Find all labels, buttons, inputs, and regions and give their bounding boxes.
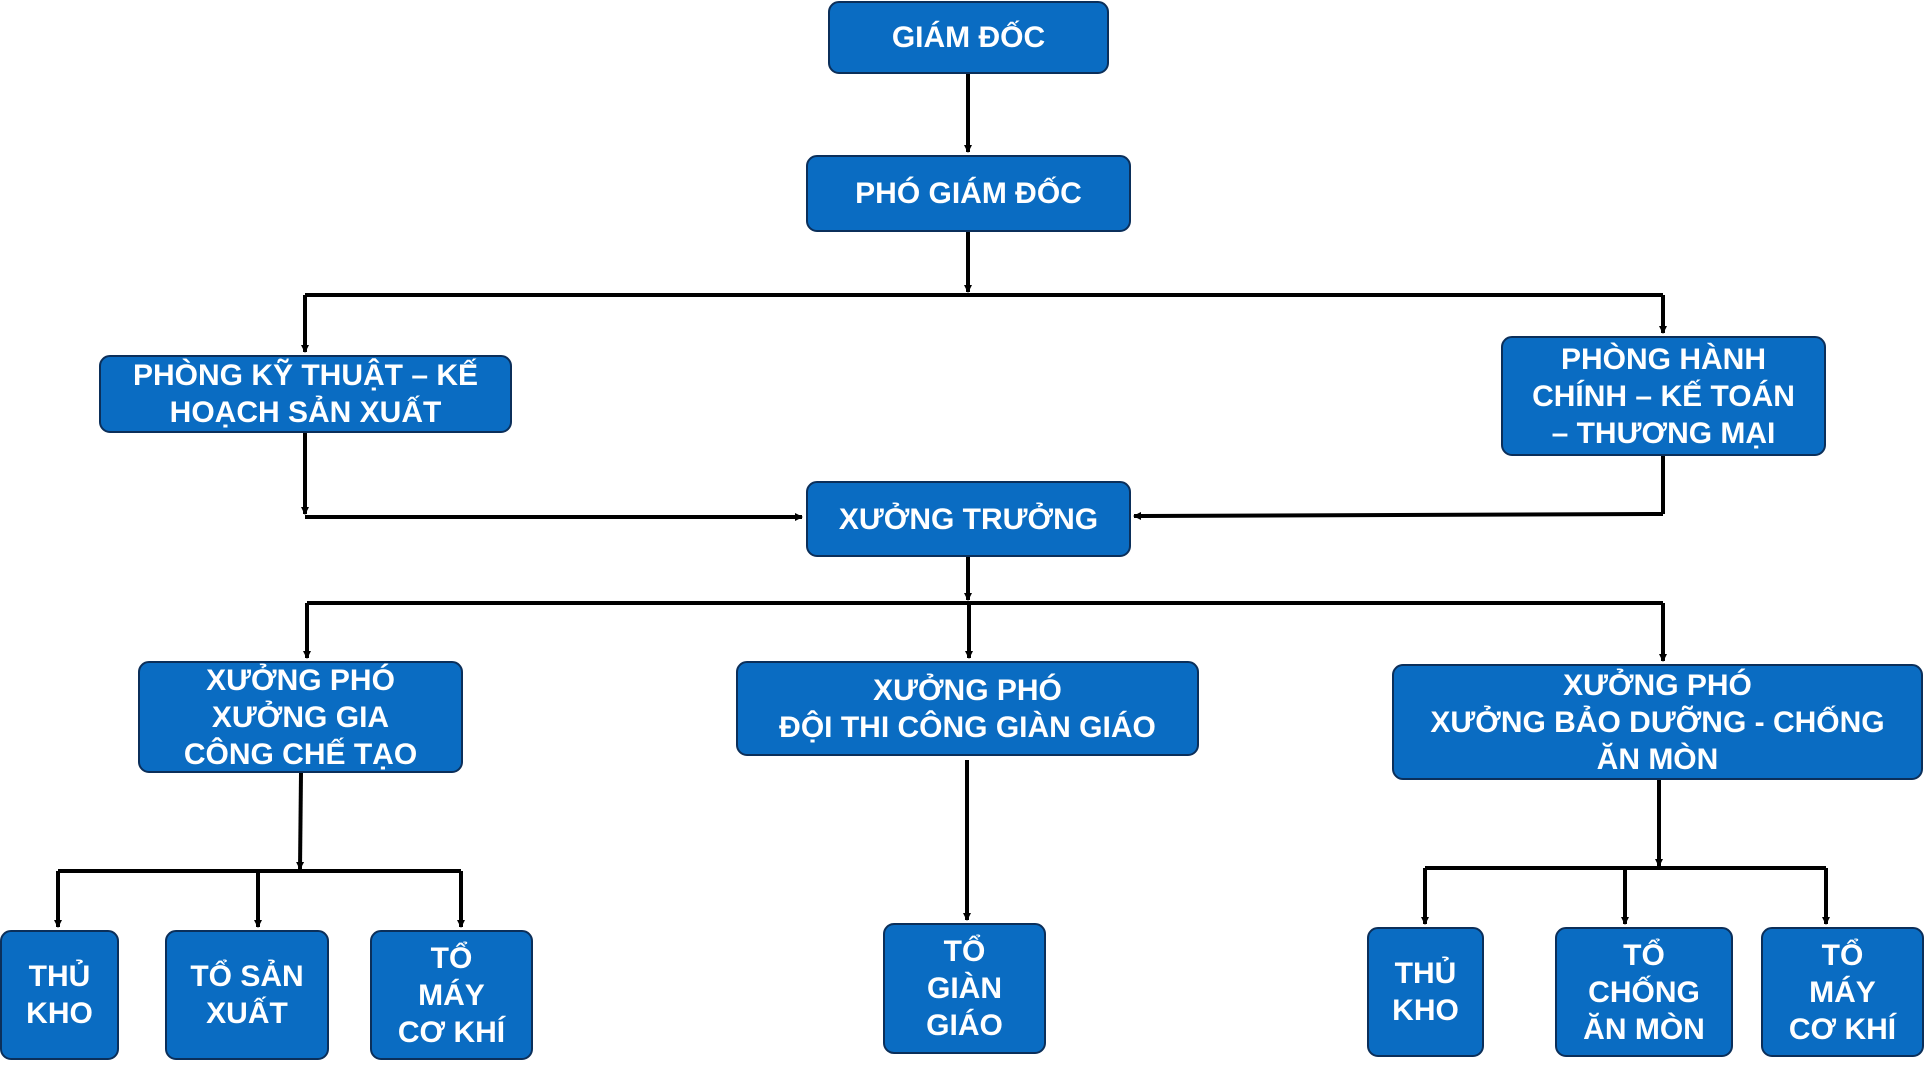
- edge-left-down: [296, 772, 305, 870]
- node-giam-doc: GIÁM ĐỐC: [828, 1, 1109, 74]
- node-to-may-co-khi-2: TỔ MÁY CƠ KHÍ: [1761, 927, 1924, 1057]
- node-to-may-co-khi-1: TỔ MÁY CƠ KHÍ: [370, 930, 533, 1060]
- node-thu-kho-2: THỦ KHO: [1367, 927, 1484, 1057]
- node-phong-ky-thuat-ke-hoach: PHÒNG KỸ THUẬT – KẾ HOẠCH SẢN XUẤT: [99, 355, 512, 433]
- node-to-san-xuat: TỔ SẢN XUẤT: [165, 930, 329, 1060]
- node-to-gian-giao: TỔ GIÀN GIÁO: [883, 923, 1046, 1054]
- node-xuong-pho-gian-giao: XƯỞNG PHÓ ĐỘI THI CÔNG GIÀN GIÁO: [736, 661, 1199, 756]
- node-thu-kho-1: THỦ KHO: [0, 930, 119, 1060]
- edge-phc-xt: [1133, 511, 1664, 520]
- node-pho-giam-doc: PHÓ GIÁM ĐỐC: [806, 155, 1131, 232]
- node-to-chong-an-mon: TỔ CHỐNG ĂN MÒN: [1555, 927, 1733, 1057]
- node-xuong-pho-bao-duong: XƯỞNG PHÓ XƯỞNG BẢO DƯỠNG - CHỐNG ĂN MÒN: [1392, 664, 1923, 780]
- node-xuong-pho-gia-cong: XƯỞNG PHÓ XƯỞNG GIA CÔNG CHẾ TẠO: [138, 661, 463, 773]
- node-phong-hanh-chinh-ke-toan: PHÒNG HÀNH CHÍNH – KẾ TOÁN – THƯƠNG MẠI: [1501, 336, 1826, 456]
- node-xuong-truong: XƯỞNG TRƯỞNG: [806, 481, 1131, 557]
